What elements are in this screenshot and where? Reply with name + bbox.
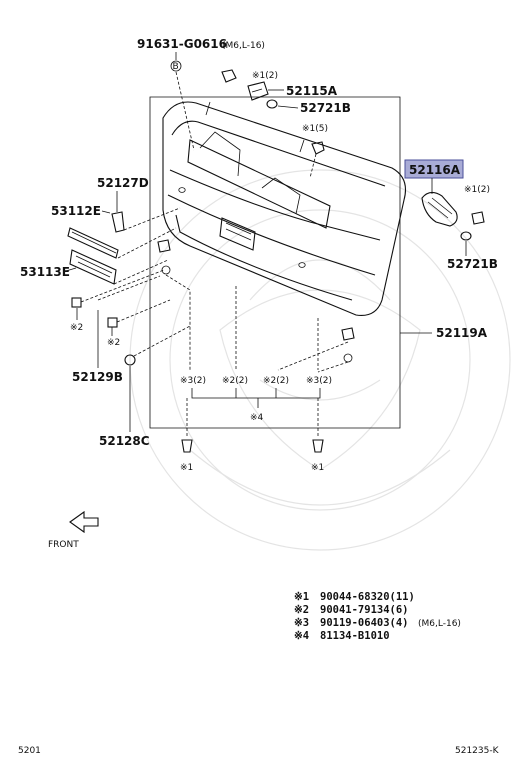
callout-2-2-b: ※2(2) (263, 376, 289, 386)
callout-4: ※4 (250, 413, 264, 423)
label-52721B-right: 52721B (447, 257, 498, 271)
watermark-emblem (129, 169, 511, 551)
clip-bottom-right-icon (312, 439, 324, 453)
bracket-52116A-icon (421, 191, 458, 227)
svg-text:B: B (173, 62, 179, 72)
clip-right-icon (471, 211, 485, 225)
legend: ※1 90044-68320(11) ※2 90041-79134(6) ※3 … (294, 591, 461, 642)
grille-53112E-icon (67, 227, 119, 259)
callout-1-bottom-right: ※1 (311, 463, 324, 473)
label-52119A: 52119A (436, 326, 488, 340)
label-52127D: 52127D (97, 176, 149, 190)
assembly-frame (149, 96, 401, 429)
cap-52721B-right-icon (460, 231, 472, 241)
highlight-52116A (404, 159, 464, 179)
legend-mark-1: ※1 (294, 591, 309, 603)
clip-52127D-icon (111, 211, 125, 233)
label-52721B-top: 52721B (300, 101, 351, 115)
label-52129B: 52129B (72, 370, 123, 384)
legend-text-2: 90041-79134(6) (320, 604, 409, 616)
front-arrow-icon (69, 510, 99, 534)
bolt-top-icon: B (170, 60, 182, 72)
label-52128C: 52128C (99, 434, 150, 448)
label-91631-G0616: 91631-G0616 (137, 37, 227, 51)
label-52116A[interactable]: 52116A (409, 163, 461, 177)
callout-1-2-right: ※1(2) (464, 185, 490, 195)
clip-52128C-icon (124, 354, 136, 366)
footer-right-code: 521235-K (455, 746, 500, 756)
callout-1-2-top: ※1(2) (252, 71, 278, 81)
legend-text-4: 81134-B1010 (320, 630, 390, 642)
clip-bottom-left-icon (181, 439, 193, 453)
callout-3-2-b: ※3(2) (306, 376, 332, 386)
callout-1-bottom-left: ※1 (180, 463, 193, 473)
callout-1-5: ※1(5) (302, 124, 328, 134)
clip-2-left2-icon (107, 317, 118, 328)
label-52115A: 52115A (286, 84, 338, 98)
legend-text-3: 90119-06403(4) (320, 617, 409, 629)
legend-mark-3: ※3 (294, 617, 309, 629)
label-53113E: 53113E (20, 265, 70, 279)
callout-2-left2: ※2 (107, 338, 120, 348)
callout-3-2-a: ※3(2) (180, 376, 206, 386)
legend-spec-3: (M6,L-16) (418, 619, 461, 629)
callout-2-left: ※2 (70, 323, 83, 333)
label-bolt-spec: (M6,L-16) (222, 41, 265, 51)
clip-2-left-icon (71, 297, 82, 308)
front-label: FRONT (48, 540, 79, 550)
footer-left-code: 5201 (18, 746, 41, 756)
legend-text-1: 90044-68320(11) (320, 591, 415, 603)
clip-center-right-icon (341, 327, 355, 363)
legend-mark-2: ※2 (294, 604, 309, 616)
clip-1-5-icon (311, 141, 325, 155)
bumper-cover-shape (162, 101, 407, 316)
legend-mark-4: ※4 (294, 630, 309, 642)
label-53112E: 53112E (51, 204, 101, 218)
callout-2-2-a: ※2(2) (222, 376, 248, 386)
cap-52721B-top-icon (266, 99, 278, 109)
clip-52115A-icon (221, 69, 269, 101)
clip-center-left-icon (157, 239, 171, 275)
